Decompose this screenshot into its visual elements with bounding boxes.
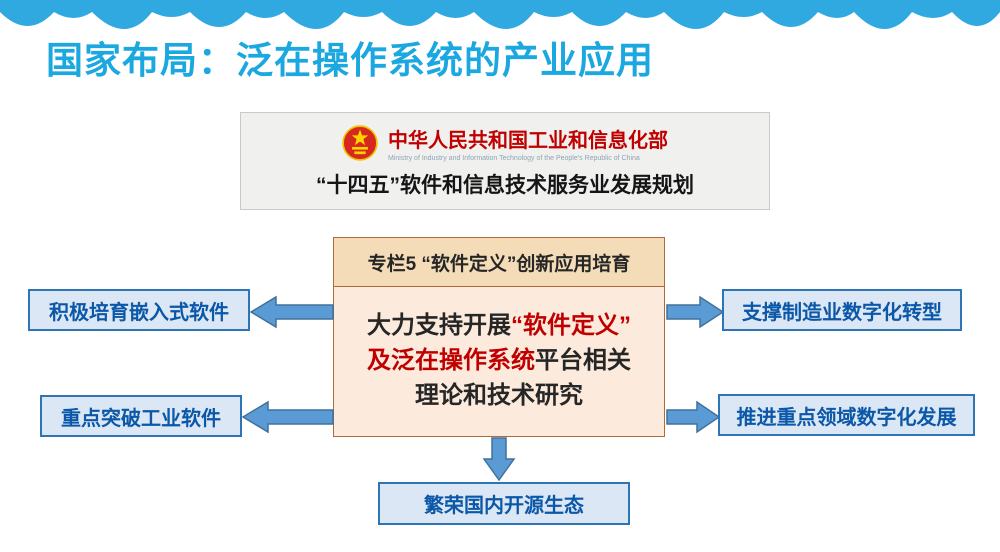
spotlight-box: 专栏5 “软件定义”创新应用培育 大力支持开展“软件定义” 及泛在操作系统平台相…	[333, 237, 665, 437]
outcome-key-fields-digital: 推进重点领域数字化发展	[718, 394, 975, 436]
spotlight-line-2: 及泛在操作系统平台相关	[367, 344, 631, 379]
ministry-name-en: Ministry of Industry and Information Tec…	[388, 154, 640, 162]
spotlight-text-segment-red: 及泛在操作系统	[367, 347, 535, 375]
cloud-shape-icon	[0, 0, 1000, 29]
ministry-plaque: 中华人民共和国工业和信息化部 Ministry of Industry and …	[240, 112, 770, 210]
cloud-banner	[0, 0, 1000, 46]
arrow-right-top-icon	[666, 294, 725, 335]
national-emblem-icon	[342, 124, 378, 161]
spotlight-header: 专栏5 “软件定义”创新应用培育	[334, 238, 664, 287]
spotlight-line-3: 理论和技术研究	[415, 379, 583, 414]
spotlight-text-segment: 大力支持开展	[367, 312, 511, 340]
page-title: 国家布局：泛在操作系统的产业应用	[46, 40, 654, 81]
ministry-names: 中华人民共和国工业和信息化部 Ministry of Industry and …	[388, 124, 668, 162]
outcome-manufacturing-digital: 支撑制造业数字化转型	[722, 289, 962, 331]
spotlight-line-1: 大力支持开展“软件定义”	[367, 309, 631, 344]
spotlight-text-segment: 理论和技术研究	[415, 381, 583, 409]
arrow-left-top-icon	[249, 294, 334, 335]
ministry-header: 中华人民共和国工业和信息化部 Ministry of Industry and …	[342, 124, 668, 162]
spotlight-body: 大力支持开展“软件定义” 及泛在操作系统平台相关 理论和技术研究	[334, 287, 664, 436]
spotlight-text-segment: 平台相关	[535, 347, 631, 375]
plan-title: “十四五”软件和信息技术服务业发展规划	[316, 173, 694, 197]
spotlight-text-segment-red: “软件定义”	[511, 312, 631, 340]
outcome-embedded-software: 积极培育嵌入式软件	[28, 289, 250, 331]
ministry-name-cn: 中华人民共和国工业和信息化部	[388, 129, 668, 152]
arrow-right-bottom-icon	[666, 399, 721, 440]
outcome-industrial-software: 重点突破工业软件	[40, 395, 242, 437]
outcome-open-source-ecosystem: 繁荣国内开源生态	[378, 482, 630, 525]
arrow-down-icon	[481, 437, 517, 486]
arrow-left-bottom-icon	[241, 399, 334, 440]
